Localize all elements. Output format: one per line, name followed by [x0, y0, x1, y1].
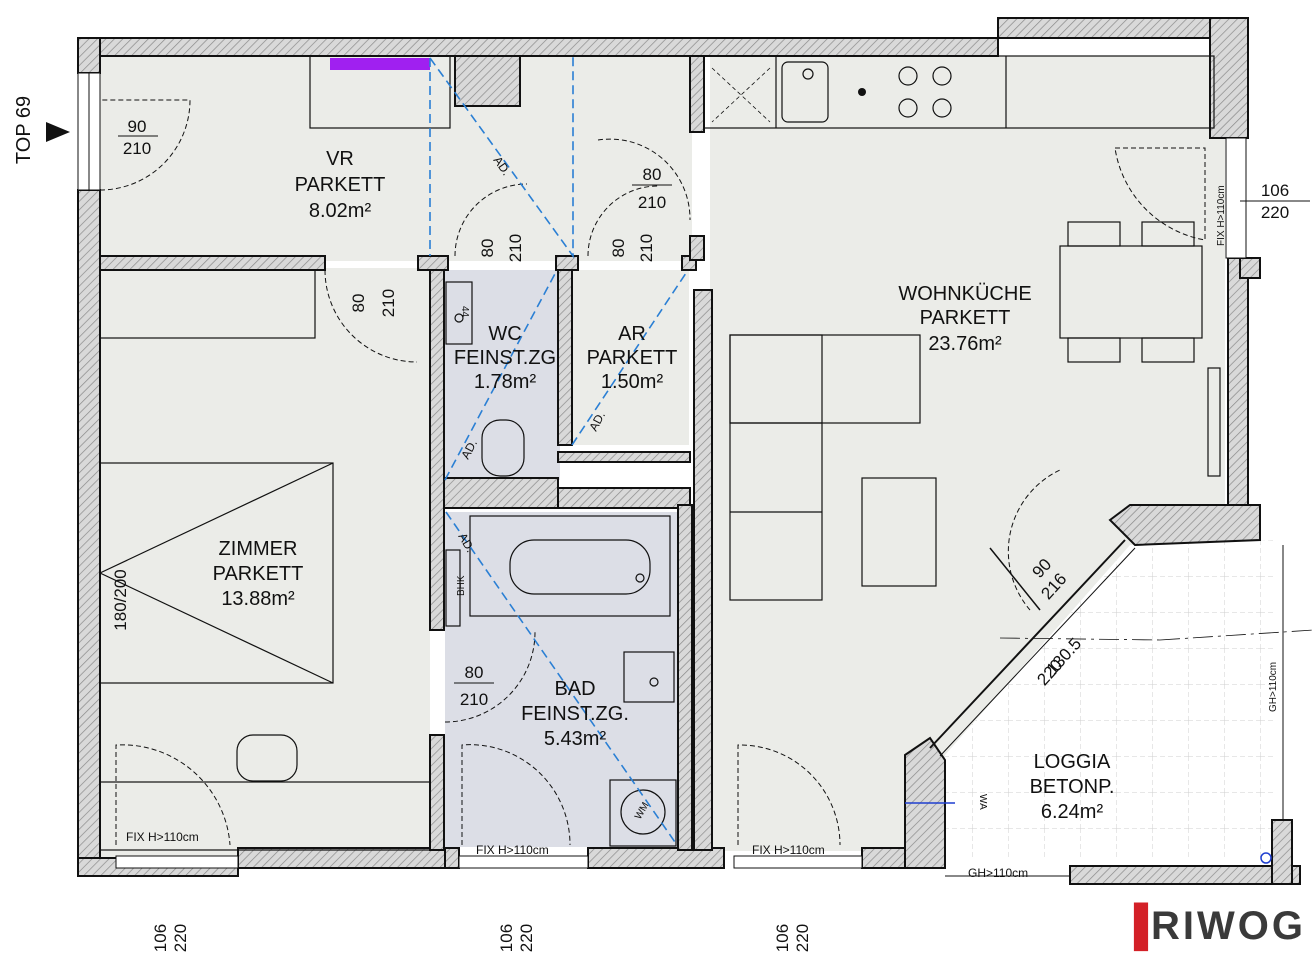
bhk-label: BHK	[456, 575, 467, 596]
zimmer-door-width: 80	[349, 294, 368, 313]
furniture	[99, 221, 1221, 851]
sanitary	[445, 281, 677, 847]
walls	[77, 17, 1301, 885]
loggia-name: LOGGIA	[1034, 751, 1111, 773]
loggia-floor: BETONP.	[1030, 776, 1115, 798]
room-labels: VR PARKETT 8.02m² WC FEINST.ZG 1.78m² AR…	[213, 148, 1115, 823]
ar-door-width: 80	[609, 239, 628, 258]
entrance-arrow-icon	[46, 122, 70, 142]
bad-door-height: 210	[460, 690, 488, 709]
zimmer-area: 13.88m²	[221, 588, 295, 610]
logo-text: RIWOG	[1151, 904, 1306, 948]
bad-floor: FEINST.ZG.	[521, 703, 629, 725]
entrance-door-width: 90	[128, 117, 147, 136]
south1-height: 220	[171, 924, 190, 952]
loggia-rail: GH>110cm	[968, 866, 1028, 880]
south3-height: 220	[793, 924, 812, 952]
door-swings	[99, 99, 1206, 846]
wa-label: WA	[977, 794, 988, 810]
zimmer-name: ZIMMER	[219, 538, 298, 560]
wc-door-width: 80	[478, 239, 497, 258]
vr-name: VR	[326, 148, 354, 170]
wc-floor: FEINST.ZG	[454, 347, 556, 369]
zimmer-floor: PARKETT	[213, 563, 304, 585]
ar-floor: PARKETT	[587, 347, 678, 369]
riwog-logo: ▐RIWOG	[1120, 904, 1306, 949]
south1-fix: FIX H>110cm	[126, 830, 199, 844]
ar-area: 1.50m²	[601, 371, 664, 393]
bad-area: 5.43m²	[544, 728, 607, 750]
vr-floor: PARKETT	[295, 174, 386, 196]
south3-width: 106	[773, 924, 792, 952]
floor-fills	[100, 56, 1275, 858]
south2-width: 106	[497, 924, 516, 952]
loggia-door	[905, 539, 1314, 864]
entrance-door-height: 210	[123, 139, 151, 158]
fuse-box	[330, 58, 430, 70]
wohnkueche-area: 23.76m²	[928, 333, 1002, 355]
south2-height: 220	[517, 924, 536, 952]
ad-lines	[429, 56, 689, 846]
ar-top-door-width: 80	[643, 165, 662, 184]
window-dimensions: 106 220 FIX H>110cm 106 220 FIX H>110cm …	[126, 181, 1310, 952]
wc-dim: 44	[459, 306, 470, 318]
east-window-width: 106	[1261, 181, 1289, 200]
unit-label: TOP 69	[13, 96, 35, 164]
bed-size: 180/200	[111, 569, 130, 630]
kitchen-counter	[703, 55, 1215, 129]
bad-door-width: 80	[465, 663, 484, 682]
east-window-height: 220	[1261, 203, 1289, 222]
wohnkueche-name: WOHNKÜCHE	[898, 283, 1031, 305]
zimmer-door-height: 210	[379, 289, 398, 317]
wc-name: WC	[488, 323, 521, 345]
bad-name: BAD	[554, 678, 595, 700]
loggia-rail-side: GH>110cm	[1268, 662, 1279, 712]
south1-width: 106	[151, 924, 170, 952]
loggia-area: 6.24m²	[1041, 801, 1104, 823]
south3-fix: FIX H>110cm	[752, 843, 825, 857]
wardrobe	[309, 55, 451, 129]
wohnkueche-floor: PARKETT	[920, 307, 1011, 329]
ar-door-height: 210	[637, 234, 656, 262]
vr-area: 8.02m²	[309, 200, 372, 222]
south2-fix: FIX H>110cm	[476, 843, 549, 857]
windows	[77, 72, 1284, 877]
wc-area: 1.78m²	[474, 371, 537, 393]
east-window-fix: FIX H>110cm	[1216, 185, 1227, 246]
wc-door-height: 210	[506, 234, 525, 262]
ar-name: AR	[618, 323, 646, 345]
logo-mark: ▐	[1119, 904, 1152, 948]
ar-top-door-height: 210	[638, 193, 666, 212]
